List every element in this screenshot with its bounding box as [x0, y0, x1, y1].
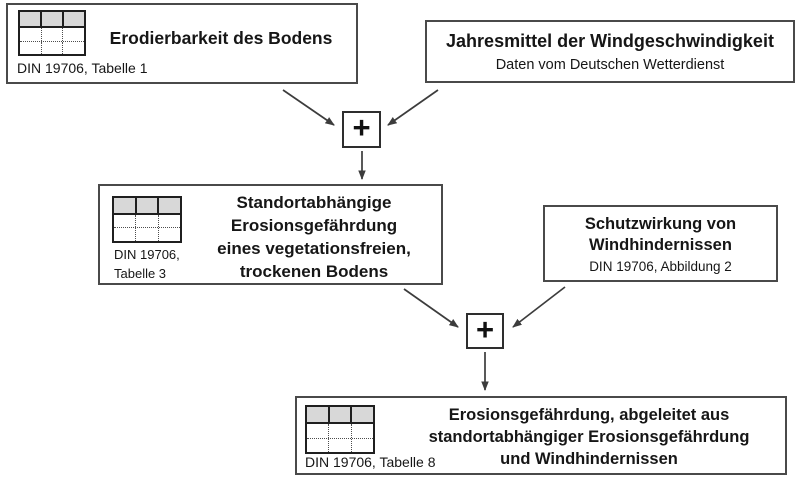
- combine-plus-node-2: +: [466, 313, 504, 349]
- table-icon-cell: [20, 12, 42, 27]
- table-icon-row: [307, 424, 373, 439]
- plus-icon: +: [352, 110, 371, 145]
- table-icon-cell: [20, 41, 42, 55]
- arrow-windmean-to-plus1: [387, 89, 439, 126]
- table-icon-header: [20, 12, 84, 29]
- table-icon-cell: [159, 198, 181, 213]
- box-source-reference: DIN 19706, Tabelle 3: [114, 247, 180, 281]
- table-icon-body: [114, 214, 180, 242]
- table-icon-cell: [352, 424, 373, 437]
- box-schutzwirkung-windhindernisse: Schutzwirkung von Windhindernissen DIN 1…: [543, 205, 778, 282]
- box-title: Erodierbarkeit des Bodens: [109, 28, 333, 48]
- arrow-windprotection-to-plus2: [512, 286, 566, 328]
- table-icon-body: [307, 424, 373, 453]
- table-icon-cell: [159, 228, 180, 241]
- table-icon-row: [20, 41, 84, 55]
- table-icon-cell: [329, 438, 352, 453]
- table-icon-cell: [307, 407, 330, 423]
- box-standortabhaengige-erosionsgefaehrdung: Standortabhängige Erosionsgefährdung ein…: [98, 184, 443, 285]
- box-title: Standortabhängige Erosionsgefährdung ein…: [217, 193, 411, 281]
- arrow-site-erosion-to-plus2: [403, 288, 459, 328]
- table-icon-cell: [136, 198, 160, 213]
- box-title: Schutzwirkung von Windhindernissen: [584, 214, 737, 254]
- table-icon: [112, 196, 182, 243]
- combine-plus-node-1: +: [342, 111, 381, 148]
- table-icon-cell: [114, 214, 137, 228]
- table-icon-cell: [136, 228, 159, 242]
- table-icon-cell: [42, 41, 64, 55]
- table-icon-cell: [159, 215, 180, 228]
- table-icon-row: [114, 228, 180, 242]
- table-icon-cell: [114, 198, 137, 213]
- box-source-reference: DIN 19706, Tabelle 1: [17, 60, 148, 76]
- table-icon-cell: [352, 439, 373, 452]
- table-icon-cell: [329, 424, 352, 438]
- box-title: Erosionsgefährdung, abgeleitet aus stand…: [428, 406, 750, 468]
- table-icon-cell: [63, 28, 84, 40]
- box-title: Jahresmittel der Windgeschwindigkeit: [446, 30, 774, 51]
- table-icon-cell: [64, 12, 84, 27]
- box-windgeschwindigkeit: Jahresmittel der Windgeschwindigkeit Dat…: [425, 20, 795, 83]
- table-icon-header: [114, 198, 181, 215]
- box-source-reference: DIN 19706, Tabelle 8: [305, 454, 436, 470]
- table-icon-cell: [63, 42, 84, 54]
- table-icon-row: [20, 28, 84, 42]
- box-subtitle: Daten vom Deutschen Wetterdienst: [495, 56, 725, 73]
- table-icon-cell: [352, 407, 374, 423]
- table-icon-cell: [114, 228, 137, 242]
- table-icon: [18, 10, 86, 56]
- arrow-erodibility-to-plus1: [282, 89, 335, 126]
- table-icon-row: [307, 438, 373, 453]
- table-icon-cell: [307, 438, 330, 453]
- box-source-reference: DIN 19706, Abbildung 2: [589, 258, 732, 274]
- table-icon-cell: [329, 407, 353, 423]
- plus-icon: +: [475, 311, 495, 347]
- table-icon-cell: [136, 214, 159, 228]
- table-icon-header: [307, 407, 374, 425]
- table-icon-body: [20, 28, 84, 55]
- table-icon-row: [114, 214, 180, 229]
- table-icon-cell: [20, 28, 42, 41]
- table-icon-cell: [42, 28, 64, 41]
- table-icon-cell: [42, 12, 64, 27]
- table-icon: [305, 405, 375, 454]
- box-abgeleitete-erosionsgefaehrdung: Erosionsgefährdung, abgeleitet aus stand…: [295, 396, 787, 475]
- table-icon-cell: [307, 424, 330, 438]
- box-erodierbarkeit: Erodierbarkeit des Bodens DIN 19706, Tab…: [6, 3, 358, 84]
